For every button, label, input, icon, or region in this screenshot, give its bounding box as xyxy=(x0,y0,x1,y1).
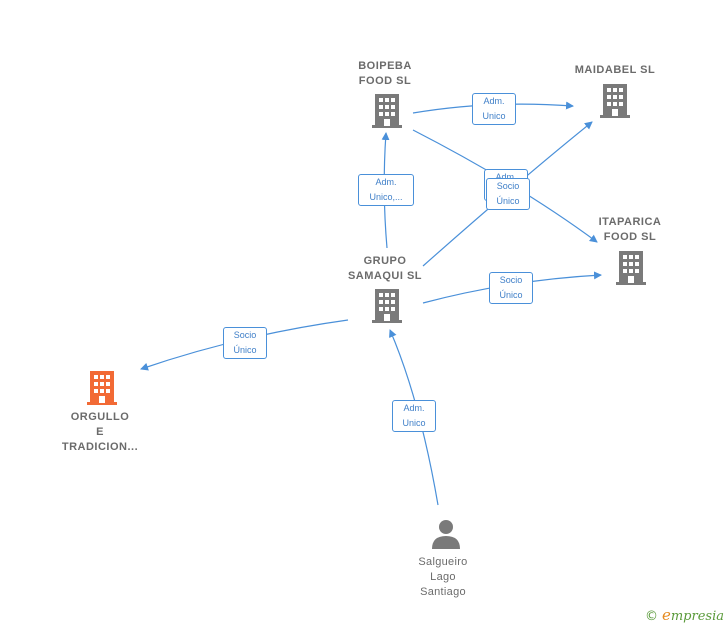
person-icon xyxy=(431,519,461,554)
building-icon-highlighted xyxy=(87,371,117,410)
edge-label-grupo-maidabel: Socio Único xyxy=(486,178,530,210)
building-icon xyxy=(600,84,630,123)
building-icon xyxy=(616,251,646,290)
node-label-orgullo[interactable]: ORGULLO E TRADICION... xyxy=(61,411,139,453)
edge-label-boipeba-maidabel: Adm. Unico xyxy=(472,93,516,125)
watermark-logo: ©empresia xyxy=(645,606,724,624)
building-icon xyxy=(372,289,402,328)
node-label-itaparica[interactable]: ITAPARICA FOOD SL xyxy=(598,216,662,243)
edge-label-grupo-orgullo: Socio Único xyxy=(223,327,267,359)
brand-name: mpresia xyxy=(670,609,724,624)
node-label-grupo[interactable]: GRUPO SAMAQUI SL xyxy=(347,255,423,282)
node-label-boipeba[interactable]: BOIPEBA FOOD SL xyxy=(358,60,412,87)
edge-label-grupo-itaparica: Socio Único xyxy=(489,272,533,304)
copyright-symbol: © xyxy=(644,609,658,624)
node-label-maidabel[interactable]: MAIDABEL SL xyxy=(574,64,656,76)
node-label-person[interactable]: Salgueiro Lago Santiago xyxy=(418,556,468,598)
edge-label-grupo-boipeba: Adm. Unico,... xyxy=(358,174,414,206)
building-icon xyxy=(372,94,402,133)
brand-initial: e xyxy=(661,606,671,624)
edge-label-person-grupo: Adm. Unico xyxy=(392,400,436,432)
